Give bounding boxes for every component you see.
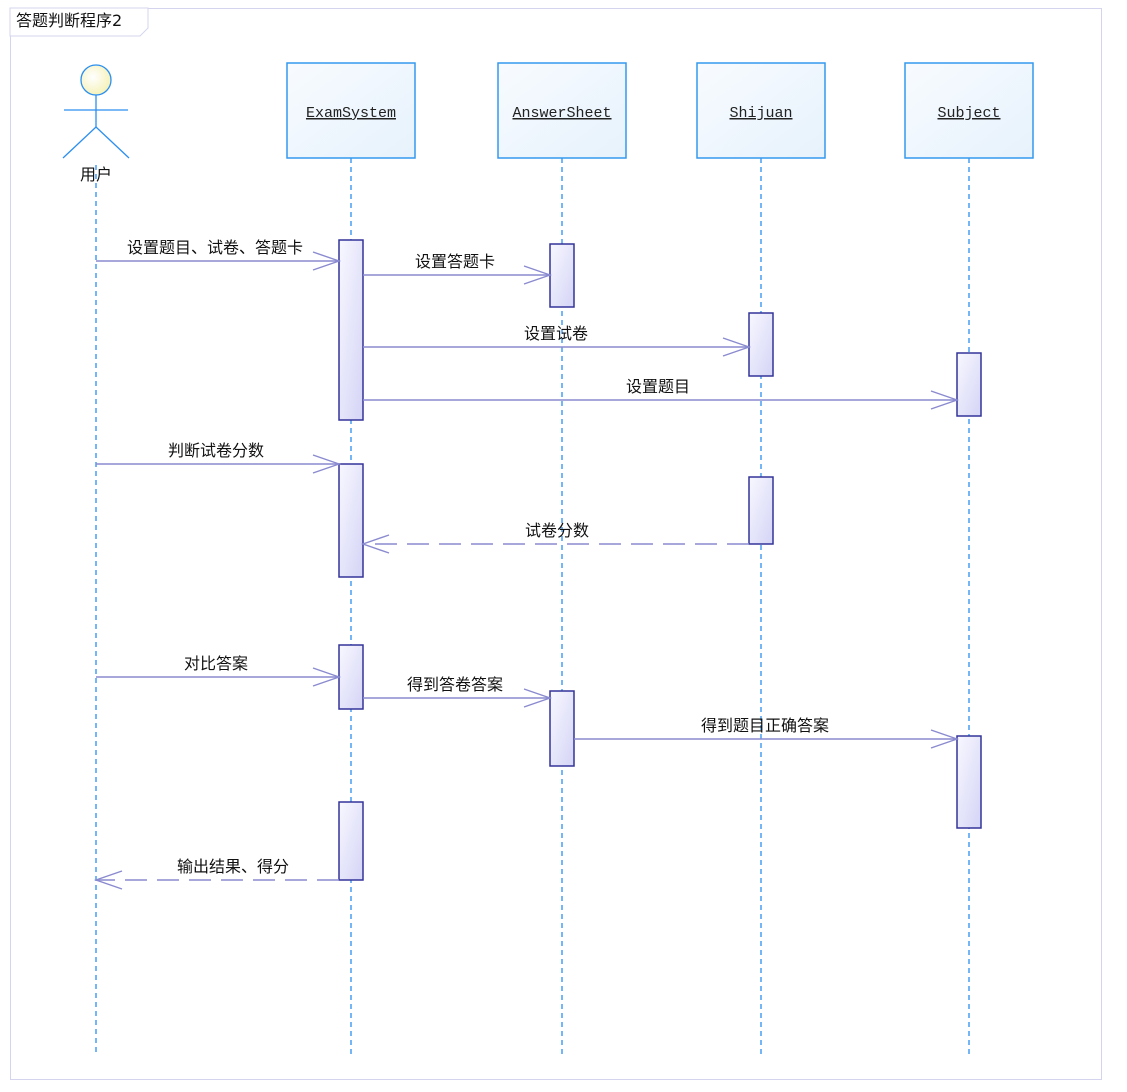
object-label: Subject [937,105,1000,122]
actor-label: 用户 [80,165,112,184]
object-shijuan: Shijuan [696,62,826,159]
message-7: 对比答案 [96,654,342,687]
activation-bar-shijuan [748,476,774,545]
object-box [286,62,416,159]
message-9: 得到题目正确答案 [574,716,960,749]
object-exam: ExamSystem [286,62,416,159]
message-1: 设置题目、试卷、答题卡 [96,238,342,271]
object-box [904,62,1034,159]
message-label: 对比答案 [184,654,248,673]
open-arrowhead-icon [312,667,342,687]
message-label: 试卷分数 [525,521,589,540]
object-subject: Subject [904,62,1034,159]
actor-leg-left [62,126,97,159]
activation-bar-exam [338,463,364,578]
object-label: AnswerSheet [512,105,611,122]
activation-bar-subject [956,735,982,829]
activation-bar-exam [338,239,364,421]
open-arrowhead-icon [930,390,960,410]
activation-bar-shijuan [748,312,774,377]
open-arrowhead-icon [93,870,123,890]
message-10: 输出结果、得分 [93,857,339,890]
message-label: 设置答题卡 [415,252,495,271]
object-box [696,62,826,159]
message-label: 设置题目、试卷、答题卡 [127,238,303,257]
actor-user: 用户 [62,64,130,184]
activation-bar-subject [956,352,982,417]
message-label: 输出结果、得分 [177,857,289,876]
diagram-frame [10,8,1102,1080]
message-2: 设置答题卡 [363,252,553,285]
actor-leg-right [95,126,130,159]
open-arrowhead-icon [312,454,342,474]
activation-bar-sheet [549,690,575,767]
frame-tag: 答题判断程序2 [9,7,149,37]
message-8: 得到答卷答案 [363,675,553,708]
message-label: 判断试卷分数 [168,441,264,460]
message-label: 得到题目正确答案 [701,716,829,735]
message-6: 试卷分数 [360,521,749,554]
open-arrowhead-icon [523,688,553,708]
open-arrowhead-icon [312,251,342,271]
object-box [497,62,627,159]
message-3: 设置试卷 [363,324,752,357]
object-label: Shijuan [729,105,792,122]
open-arrowhead-icon [930,729,960,749]
object-sheet: AnswerSheet [497,62,627,159]
message-label: 设置试卷 [524,324,588,343]
message-label: 得到答卷答案 [407,675,503,694]
open-arrowhead-icon [360,534,390,554]
message-label: 设置题目 [626,377,690,396]
actor-head-icon [80,64,112,96]
message-4: 设置题目 [363,377,960,410]
activation-bar-exam [338,801,364,881]
message-5: 判断试卷分数 [96,441,342,474]
frame-title: 答题判断程序2 [16,11,122,30]
activation-bar-sheet [549,243,575,308]
object-label: ExamSystem [306,105,396,122]
open-arrowhead-icon [523,265,553,285]
activation-bar-exam [338,644,364,710]
open-arrowhead-icon [722,337,752,357]
